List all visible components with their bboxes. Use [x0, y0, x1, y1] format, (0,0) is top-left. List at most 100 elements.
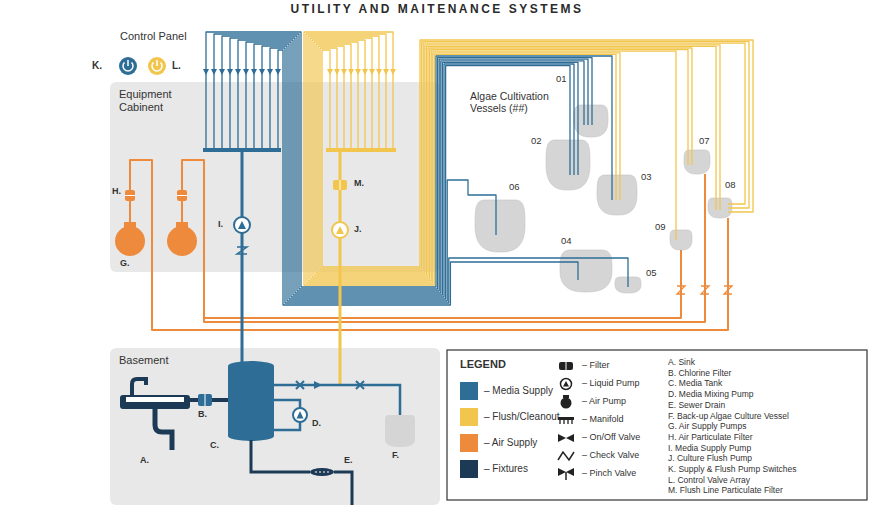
key-entry: M. Flush Line Particulate Filter — [668, 486, 783, 496]
vessel-number: 05 — [645, 268, 658, 279]
filter-symbol — [125, 180, 347, 201]
control-valve — [341, 69, 347, 75]
pump-switch — [119, 57, 137, 75]
part-callout: B. — [198, 409, 207, 419]
legend-swatch — [460, 434, 478, 452]
part-callout: F. — [392, 450, 399, 460]
culture-vessel — [475, 200, 525, 252]
check-valve — [237, 247, 247, 254]
region-panel — [110, 82, 440, 272]
legend-symbol — [561, 379, 572, 390]
part-callout: E. — [344, 455, 353, 465]
pipe — [318, 43, 745, 271]
supply-line — [296, 381, 304, 389]
pipe — [204, 250, 681, 318]
switch-callout: K. — [92, 60, 102, 72]
chlorine-filter — [198, 394, 212, 406]
key-entry: G. Air Supply Pumps — [668, 422, 746, 432]
legend-text: – Air Supply — [484, 437, 537, 449]
control-valve — [362, 69, 368, 75]
legend-symbol — [560, 420, 572, 424]
part-callout: A. — [140, 455, 149, 465]
diagram-title: UTILITY AND MAITENANCE SYSTEMS — [0, 3, 874, 17]
pipe — [130, 32, 753, 385]
pipe — [254, 44, 570, 299]
sewer-drain — [251, 440, 352, 505]
culture-vessel — [560, 250, 612, 292]
legend-text: – Media Supply — [484, 385, 553, 397]
control-valve — [243, 69, 249, 75]
vessel-number: 04 — [560, 236, 573, 247]
legend-symbol — [559, 362, 573, 370]
manifold-symbol — [203, 148, 281, 152]
control-valve — [334, 69, 340, 75]
pipe — [310, 38, 688, 279]
part-callout: M. — [354, 178, 364, 188]
sewer-drain — [315, 472, 329, 473]
control-valve — [227, 69, 233, 75]
control-valve — [355, 69, 361, 75]
legend-text: – Air Pump — [582, 396, 626, 406]
legend-symbol — [558, 417, 574, 420]
supply-line — [274, 381, 400, 415]
air-pump — [115, 226, 145, 256]
pipe — [270, 48, 628, 303]
legend-swatch — [460, 382, 478, 400]
key-entry: C. Media Tank — [668, 379, 722, 389]
media-tank — [228, 431, 274, 441]
part-callout: H. — [112, 186, 121, 196]
region-heading: Basement — [118, 354, 210, 367]
key-entry: B. Chlorine Filter — [668, 369, 731, 379]
region-panel — [110, 348, 440, 505]
control-valve — [390, 69, 396, 75]
sewer-drain — [310, 468, 334, 476]
region-panel: Basement — [110, 348, 440, 505]
switch-callout: L. — [172, 60, 181, 72]
equipment-symbol — [115, 57, 867, 505]
pipe-connector — [241, 272, 244, 348]
legend-symbol — [558, 434, 574, 442]
control-valve — [677, 286, 685, 294]
vessel-number: 03 — [640, 172, 653, 183]
pipe-connector — [339, 272, 342, 348]
control-valve — [251, 69, 257, 75]
control-valve — [327, 69, 333, 75]
panel-label: Control Panel — [120, 30, 187, 43]
filter-symbol — [125, 190, 135, 201]
pipe — [241, 348, 244, 362]
legend-text: – On/Off Valve — [582, 432, 640, 442]
key-entry: J. Culture Flush Pump — [668, 454, 752, 464]
air-pump — [115, 222, 197, 256]
mixing-pump — [274, 400, 307, 430]
legend-text: – Flush/Cleanout — [484, 411, 560, 423]
chlorine-filter — [205, 394, 206, 406]
part-callout: J. — [354, 224, 362, 234]
pipe — [222, 36, 588, 291]
filter-symbol — [177, 195, 187, 196]
vessel-number: 02 — [530, 136, 543, 147]
control-valve — [369, 69, 375, 75]
sewer-drain — [251, 440, 352, 505]
legend-text: – Check Valve — [582, 450, 639, 460]
key-entry: L. Control Valve Array — [668, 476, 750, 486]
part-callout: D. — [312, 418, 321, 428]
pipe — [314, 42, 716, 275]
key-entry: A. Sink — [668, 358, 695, 368]
pipe — [182, 160, 705, 322]
pipe — [308, 36, 676, 281]
liquid-pump — [238, 221, 246, 229]
pipe — [312, 40, 692, 277]
sink-fixture — [126, 397, 184, 402]
filter-symbol — [177, 190, 187, 201]
media-tank — [228, 361, 274, 441]
vessel-number: 08 — [724, 180, 737, 191]
pipe — [130, 160, 728, 330]
pipe — [320, 42, 749, 269]
legend-swatch — [460, 408, 478, 426]
key-entry: K. Supply & Flush Pump Switches — [668, 465, 797, 475]
sink-fixture — [132, 379, 146, 395]
manifold-symbol — [203, 148, 396, 152]
liquid-pump — [234, 217, 348, 238]
legend-symbol — [558, 452, 574, 460]
control-valve — [259, 69, 265, 75]
